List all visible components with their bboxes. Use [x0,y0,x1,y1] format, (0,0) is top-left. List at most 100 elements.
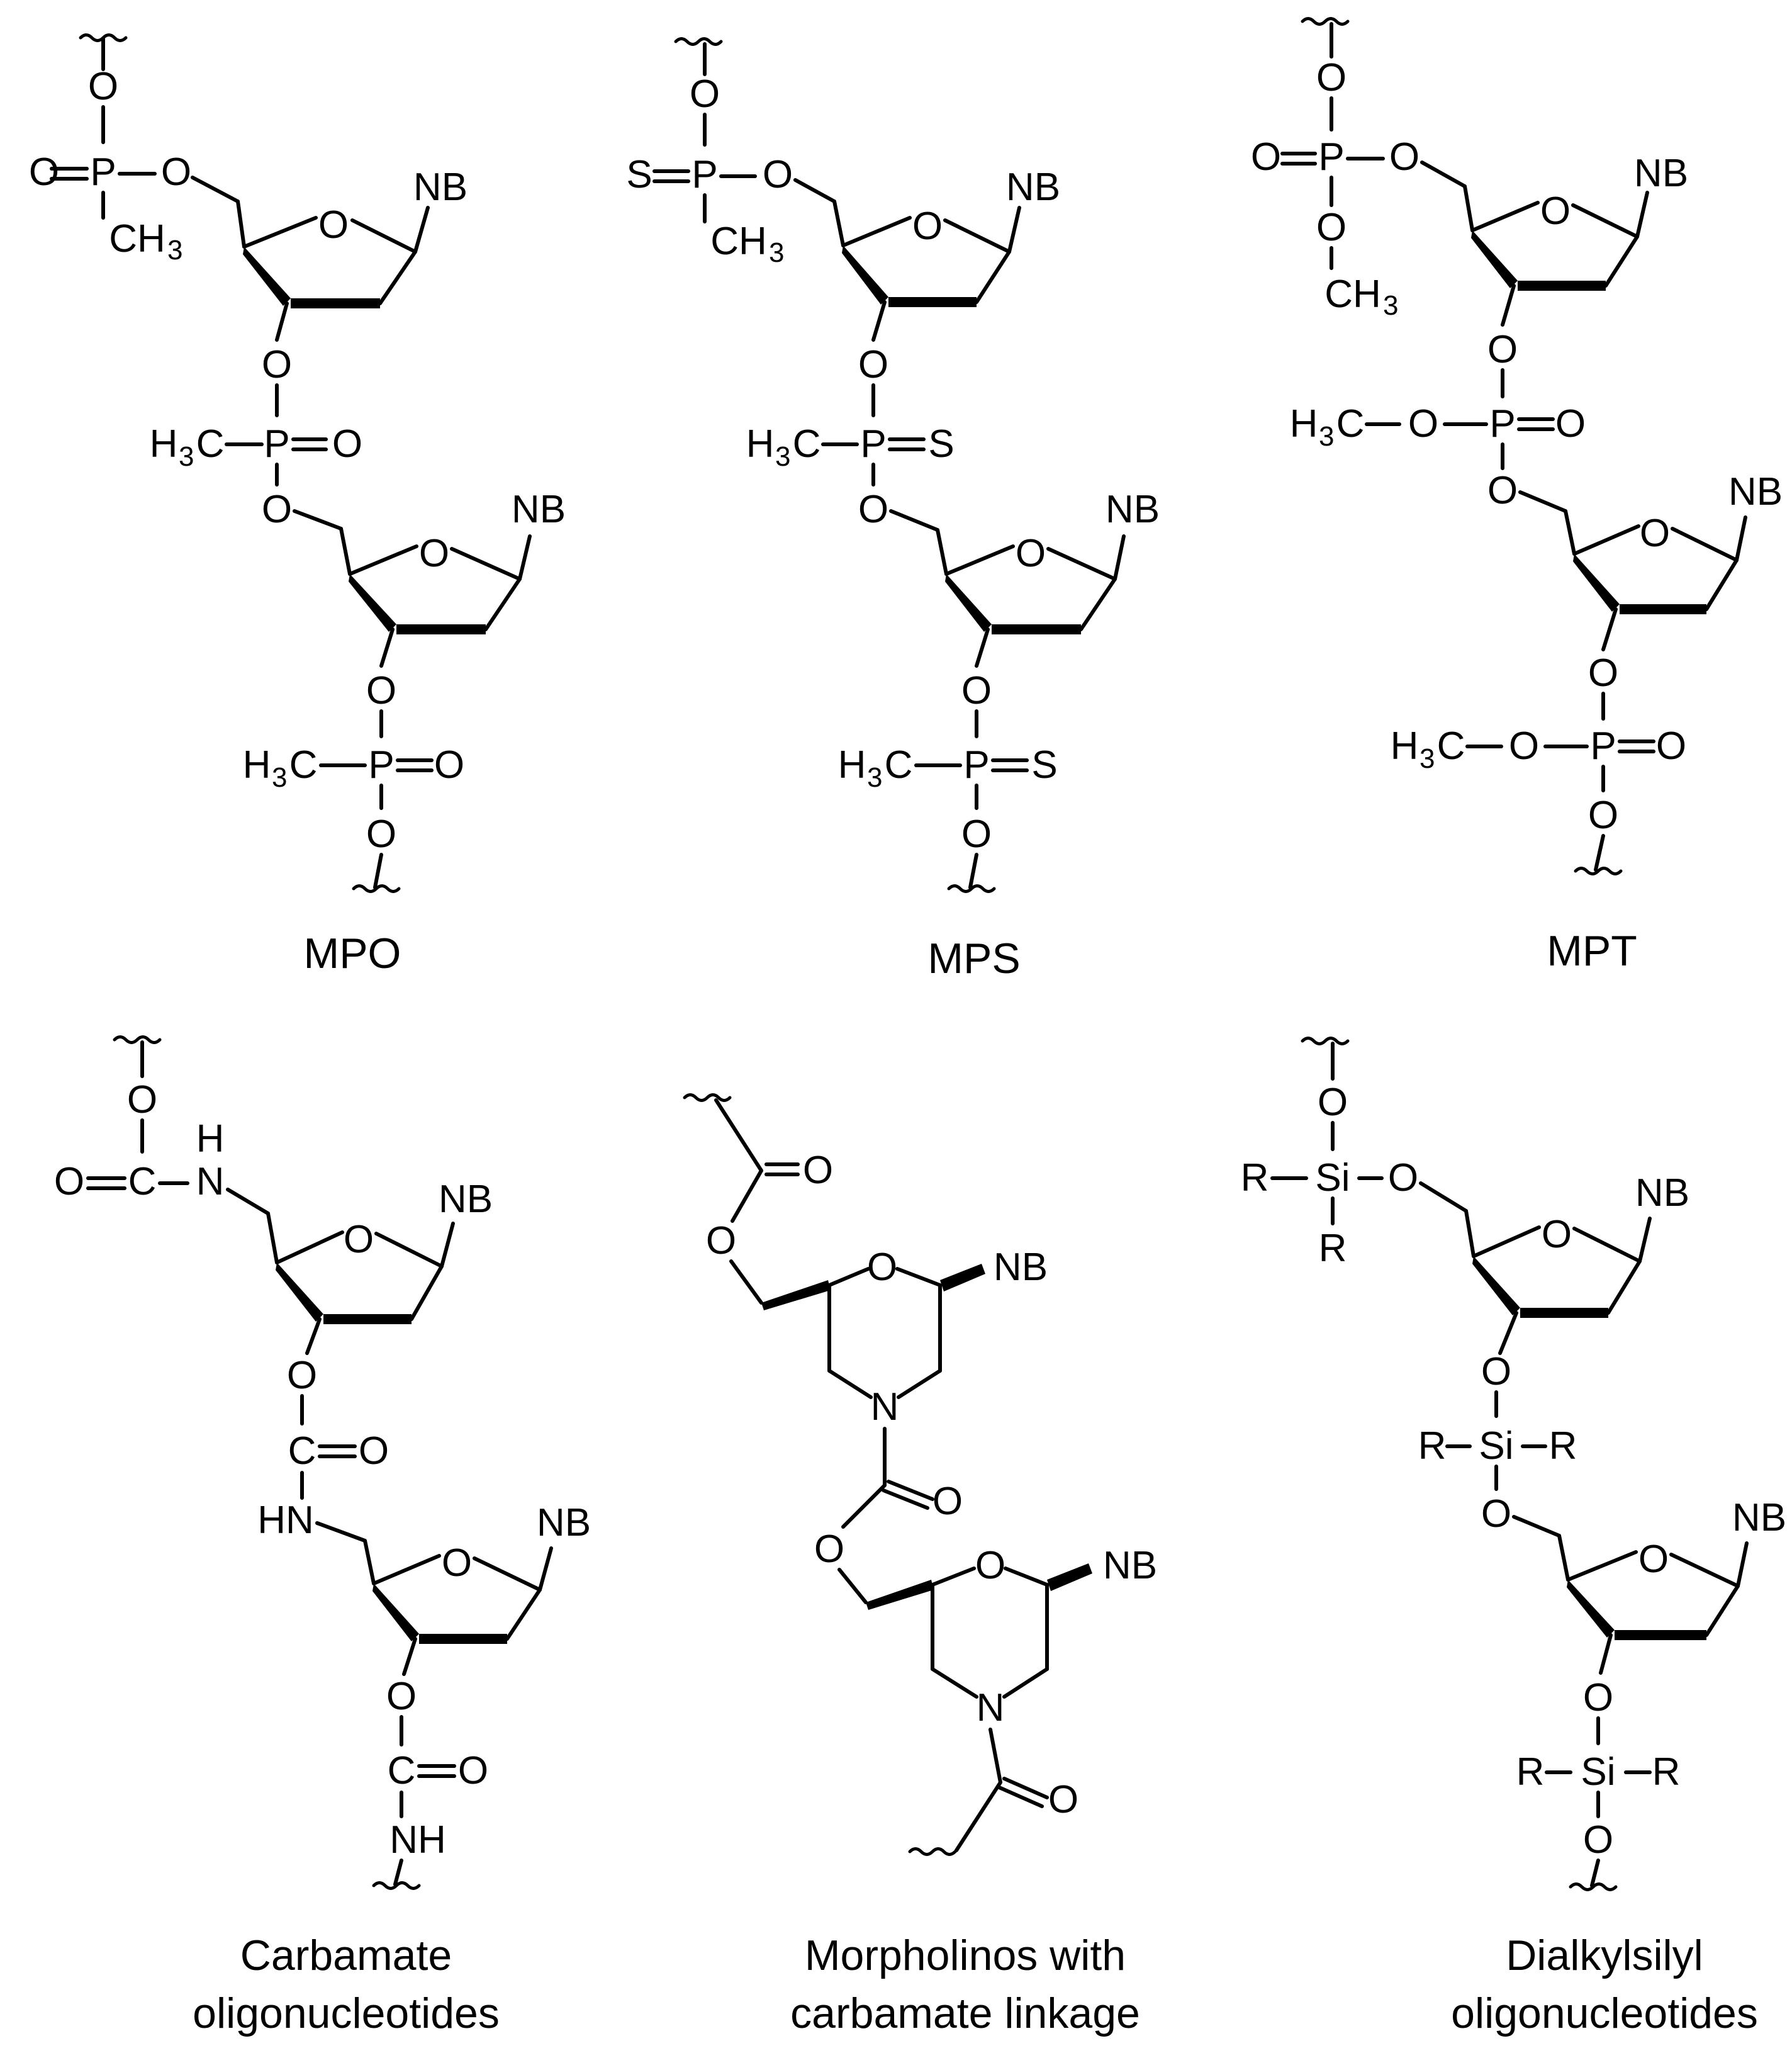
atom-label: P [692,153,717,196]
caption-silyl-line2: oligonucleotides [1451,1989,1758,2037]
atom-label: O [1509,724,1539,768]
atom-label: H [243,743,271,787]
atom-label: O [29,150,59,194]
atom-label: O [1388,1156,1418,1200]
atom-label: O [1316,56,1347,99]
atom-label: O [763,153,793,196]
atom-label: NB [1634,152,1688,195]
atom-subscript: 3 [867,762,882,793]
atom-label: Si [1581,1750,1615,1794]
atom-label: O [1588,651,1618,695]
atom-label: N [977,1686,1005,1730]
panel-morpholino: O O O NB N O O O NB N O [683,1093,1157,2037]
atom-label: P [1590,724,1616,768]
atom-label: O [1638,1538,1669,1581]
atom-label: Si [1479,1424,1513,1468]
atom-label: N [196,1160,225,1203]
caption-silyl-line1: Dialkylsilyl [1506,1932,1703,1979]
atom-label: O [359,1429,389,1473]
atom-label: S [1031,743,1057,787]
atom-label: P [1489,402,1515,446]
atom-label: O [88,65,118,108]
atom-label: CH [710,220,767,263]
atom-label: H [196,1117,225,1161]
atom-label: O [366,669,396,712]
atom-label: O [932,1480,963,1523]
atom-label: O [287,1354,317,1397]
atom-label: O [1656,724,1686,768]
atom-label: C [1437,724,1465,768]
caption-mpt: MPT [1547,927,1637,975]
atom-label: O [1542,1213,1572,1256]
atom-label: S [626,153,652,196]
atom-label: C [128,1160,157,1203]
atom-label: O [344,1218,374,1261]
atom-label: HN [257,1499,314,1542]
atom-label: O [1481,1350,1511,1393]
atom-subscript: 3 [167,235,182,266]
atom-label: O [434,743,464,787]
atom-label: O [912,205,943,248]
caption-mps: MPS [927,935,1020,982]
atom-label: R [1418,1424,1447,1468]
atom-subscript: 3 [1319,421,1334,452]
atom-label: O [366,813,396,856]
atom-label: O [318,203,349,247]
atom-label: C [793,422,821,466]
atom-label: C [288,1429,316,1473]
atom-label: O [262,488,292,531]
atom-label: Si [1315,1156,1350,1200]
atom-label: O [386,1675,417,1718]
atom-label: P [1318,135,1344,179]
atom-label: O [1640,512,1670,555]
atom-label: NB [512,488,566,531]
atom-label: O [1048,1778,1078,1821]
atom-label: H [150,422,178,466]
atom-label: O [54,1160,84,1203]
atom-label: O [262,343,292,386]
atom-label: O [161,150,191,194]
atom-label: NB [1728,470,1783,514]
atom-label: O [867,1246,897,1289]
atom-label: P [368,743,394,787]
atom-label: R [1549,1424,1577,1468]
atom-label: O [1588,794,1618,837]
atom-label: O [1408,402,1438,446]
atom-label: CH [109,217,165,261]
panel-mpt: O P O O O CH 3 O NB O P H 3 C O O [1251,17,1783,975]
atom-label: P [90,150,116,194]
atom-label: O [127,1078,157,1122]
atom-label: NH [389,1818,446,1862]
atom-label: O [1318,1081,1348,1124]
atom-label: NB [537,1501,591,1544]
caption-mpo: MPO [304,930,401,977]
atom-subscript: 3 [775,441,790,472]
panel-carbamate: O C O N H O NB O C O HN O N [54,1035,591,2037]
caption-carbamate-line2: oligonucleotides [193,1989,500,2037]
atom-label: NB [439,1178,493,1221]
atom-label: O [442,1541,472,1585]
atom-label: O [690,72,720,116]
caption-carbamate-line1: Carbamate [240,1932,452,1979]
atom-label: NB [413,166,468,209]
atom-label: O [858,343,888,386]
atom-label: NB [1006,166,1060,209]
atom-label: C [196,422,225,466]
atom-label: P [963,743,989,787]
atom-label: O [458,1749,488,1792]
atom-label: H [746,422,775,466]
atom-label: R [1241,1156,1269,1200]
atom-label: R [1652,1750,1681,1794]
atom-label: O [1487,328,1518,371]
atom-label: O [858,488,888,531]
atom-label: O [803,1149,833,1192]
atom-subscript: 3 [769,237,784,268]
atom-label: O [332,422,362,466]
atom-label: NB [1732,1496,1786,1539]
atom-label: O [1583,1818,1613,1862]
atom-label: O [1583,1676,1613,1719]
atom-label: C [885,743,913,787]
atom-label: NB [1635,1171,1689,1215]
caption-morpholino-line1: Morpholinos with [805,1932,1126,1979]
